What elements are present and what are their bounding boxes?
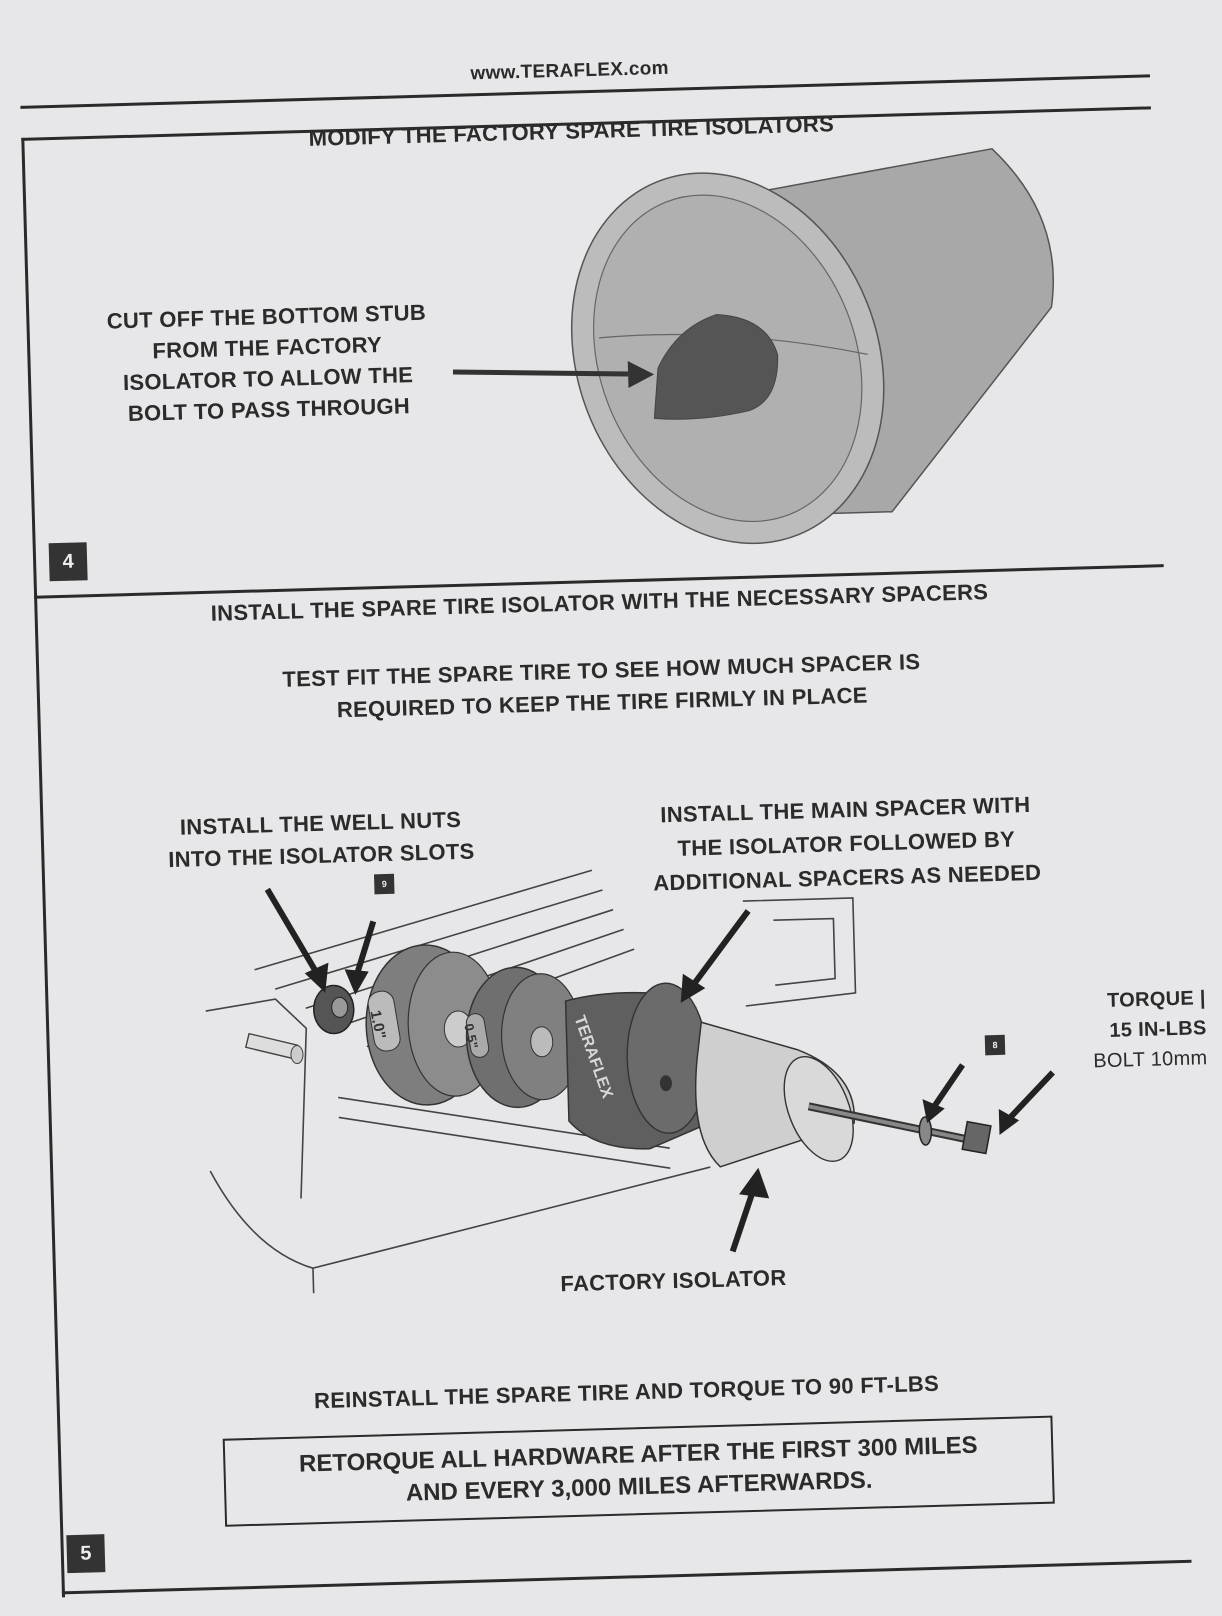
washer-arrow-head [922, 1099, 945, 1123]
spacer-half-inch [465, 966, 583, 1109]
mounting-pin [244, 1032, 304, 1065]
factory-isolator-arrow [729, 1189, 756, 1253]
factory-isolator-arrow-head [739, 1167, 770, 1199]
well-nut-arrow-1-head [304, 962, 329, 993]
retorque-note: RETORQUE ALL HARDWARE AFTER THE FIRST 30… [222, 1415, 1055, 1527]
washer-arrow [932, 1063, 966, 1108]
factory-isolator-cone [694, 1021, 855, 1168]
footer-rule [61, 1559, 1192, 1595]
factory-isolator-illustration [452, 147, 1055, 545]
callout-bolt: 8 [984, 1034, 1006, 1056]
main-spacer-arrow [692, 909, 751, 985]
callout-well-nut: 9 [373, 873, 395, 895]
step5-number: 5 [66, 1534, 106, 1574]
well-nut-arrow-1 [264, 887, 320, 975]
reinstall-text: REINSTALL THE SPARE TIRE AND TORQUE TO 9… [313, 1370, 940, 1414]
spacer-assembly-illustration [205, 869, 1055, 1294]
bolt-head-arrow [1008, 1070, 1055, 1119]
stub-arrow [452, 369, 629, 377]
main-spacer-arrow-head [680, 973, 706, 1003]
well-nut [312, 984, 355, 1035]
bolt-with-washer [807, 1102, 992, 1155]
bolt-head-arrow-head [998, 1108, 1020, 1135]
stub-arrow-head [627, 361, 655, 389]
well-nut-arrow-2-head [344, 969, 369, 995]
main-spacer [564, 982, 708, 1150]
well-nut-arrow-2 [353, 920, 377, 976]
bottom-stub [653, 314, 779, 420]
